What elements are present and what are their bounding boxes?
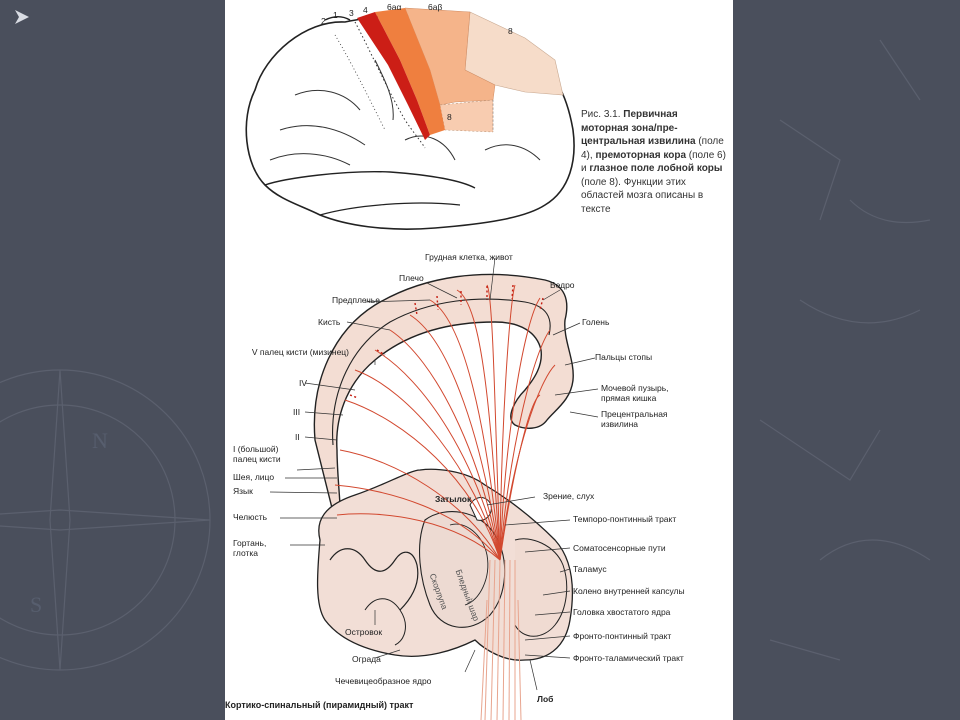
field-number-1: 1 <box>333 10 338 20</box>
label-forearm: Предплечье <box>332 295 380 305</box>
label-shin: Голень <box>582 317 610 327</box>
field-number-2: 2 <box>321 16 326 26</box>
caption-bold-3: глазное поле лобной коры <box>589 163 723 174</box>
label-claustrum: Ограда <box>352 654 381 664</box>
figure-caption: Рис. 3.1. Первичная моторная зона/пре-це… <box>581 108 727 216</box>
caption-plain-2: (поле 6) и <box>581 149 726 175</box>
label-hip: Бедро <box>550 280 575 290</box>
field-number-4: 4 <box>363 5 368 15</box>
caption-plain-3: (поле 8). Функции этих областей мозга оп… <box>581 176 704 215</box>
label-bladder: Мочевой пузырь, прямая кишка <box>601 383 669 403</box>
label-thumb: I (большой) палец кисти <box>233 444 281 464</box>
figure-panel: 2 1 3 4 6aα 6aβ 8 8 Рис. 3.1. Первичная … <box>225 0 733 720</box>
label-finger-ii: II <box>295 432 300 442</box>
field-number-8-top: 8 <box>508 26 513 36</box>
field-number-3: 3 <box>349 8 354 18</box>
label-tongue: Язык <box>233 486 253 496</box>
caption-lead: Рис. 3.1. <box>581 109 621 120</box>
label-insula: Островок <box>345 627 383 637</box>
label-somatosensory: Соматосенсорные пути <box>573 543 666 553</box>
label-lentiform: Чечевицеобразное ядро <box>335 676 432 686</box>
field-number-8-inner: 8 <box>447 112 452 122</box>
label-finger-iii: III <box>293 407 301 417</box>
label-little-finger: V палец кисти (мизинец) <box>251 347 349 357</box>
label-fronto-pontine: Фронто-понтинный тракт <box>573 631 672 641</box>
label-fronto-thalamic: Фронто-таламический тракт <box>573 653 684 663</box>
slide-bullet-arrow-icon <box>15 10 29 24</box>
label-genu: Колено внутренней капсулы <box>573 586 685 596</box>
field-number-6a-beta: 6aβ <box>428 2 443 12</box>
coronal-section <box>269 257 599 720</box>
label-chest: Грудная клетка, живот <box>425 252 513 262</box>
svg-text:N: N <box>92 428 108 453</box>
label-vision: Зрение, слух <box>543 491 595 501</box>
label-hand: Кисть <box>318 317 341 327</box>
label-jaw: Челюсть <box>233 512 268 522</box>
caption-bold-1: Первичная моторная зона/пре-центральная … <box>581 109 696 147</box>
brain-illustration <box>245 7 599 720</box>
field-number-6a-alpha: 6aα <box>387 2 402 12</box>
label-toes: Пальцы стопы <box>595 352 653 362</box>
label-thalamus: Таламус <box>573 564 607 574</box>
label-occiput: Затылок <box>435 494 472 504</box>
caption-plain-1: (поле 4), <box>581 136 724 161</box>
caption-bold-2: премоторная кора <box>595 149 687 161</box>
label-precentral: Прецентральная извилина <box>601 409 668 429</box>
label-larynx: Гортань, глотка <box>233 538 267 558</box>
label-finger-iv: IV <box>299 378 308 388</box>
label-caudate: Головка хвостатого ядра <box>573 607 671 617</box>
label-neck: Шея, лицо <box>233 472 275 482</box>
label-temporo-pontine: Темпоро-понтинный тракт <box>573 514 677 524</box>
label-shoulder: Плечо <box>399 273 424 283</box>
svg-text:S: S <box>30 592 42 617</box>
bottom-title: Кортико-спинальный (пирамидный) тракт <box>225 700 414 710</box>
label-lobe: Лоб <box>537 694 554 704</box>
lateral-brain-view <box>245 7 575 230</box>
